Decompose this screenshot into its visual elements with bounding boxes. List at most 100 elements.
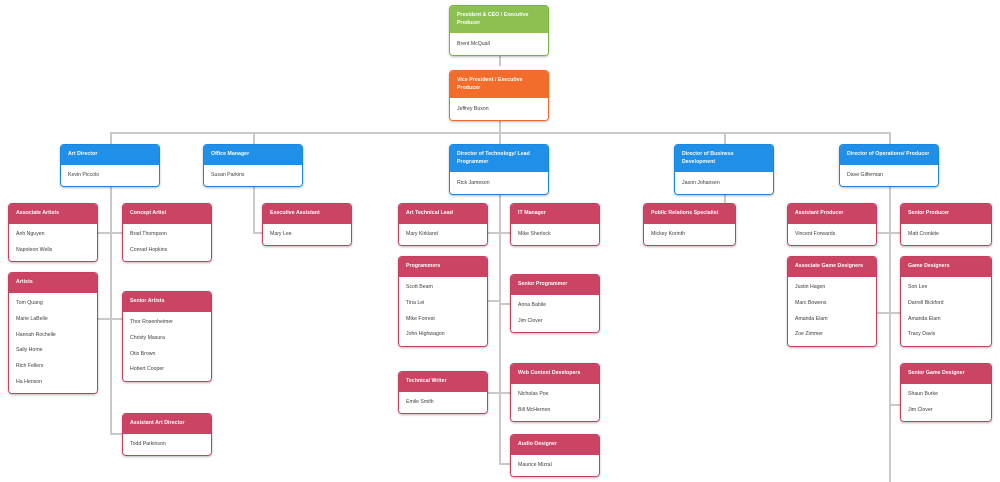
- node-public-relations-specialist[interactable]: Public Relations Specialist Mickey Korin…: [643, 203, 736, 247]
- node-title: Associate Game Designers: [788, 257, 876, 277]
- node-people: Jason Johansen: [675, 172, 773, 194]
- node-title: Artists: [9, 273, 97, 293]
- connector-tech-it-manager: [499, 232, 510, 234]
- connector-tech-web-content: [499, 392, 510, 394]
- node-associate-artists[interactable]: Associate Artists Anh Nguyen Napoleon We…: [8, 203, 98, 263]
- person-name: Rick Jameson: [457, 179, 490, 186]
- node-people: Anh Nguyen Napoleon Wells: [9, 223, 97, 262]
- node-title: Senior Artists: [123, 292, 211, 312]
- node-senior-programmer[interactable]: Senior Programmer Anna Babile Jim Clover: [510, 274, 600, 334]
- connector-tech-art-lead: [488, 232, 499, 234]
- connector-vp-down: [499, 114, 501, 132]
- person-name: Jason Johansen: [682, 179, 720, 186]
- person-name: Vincent Forwards: [795, 231, 836, 238]
- connector-drop-business: [724, 132, 726, 144]
- node-people: Mickey Korinth: [644, 223, 735, 246]
- node-title: Web Content Developers: [511, 364, 599, 384]
- person-name: Mike Sherlock: [518, 231, 551, 238]
- node-executive-assistant[interactable]: Executive Assistant Mary Lee: [262, 203, 352, 247]
- node-people: Susan Parkins: [204, 164, 302, 187]
- node-director-operations[interactable]: Director of Operations/ Producer Dave Gi…: [839, 144, 939, 188]
- node-audio-designer[interactable]: Audio Designer Maurice Mizral: [510, 434, 600, 478]
- person-name: Otis Brown: [130, 350, 156, 357]
- connector-ops-assoc-designers: [877, 312, 889, 314]
- person-name: Emile Smith: [406, 399, 434, 406]
- person-name: Hannah Rochelle: [16, 331, 56, 338]
- node-art-director[interactable]: Art Director Kevin Piccolo: [60, 144, 160, 188]
- person-name: Shaun Burke: [908, 391, 938, 398]
- person-name: Zoe Zimmer: [795, 331, 823, 338]
- node-people: Shaun Burke Jim Clover: [901, 383, 991, 422]
- node-art-technical-lead[interactable]: Art Technical Lead Mary Kirkland: [398, 203, 488, 247]
- person-name: Kevin Piccolo: [68, 172, 100, 179]
- node-senior-producer[interactable]: Senior Producer Matt Cronkite: [900, 203, 992, 247]
- node-title: Audio Designer: [511, 435, 599, 455]
- node-president-ceo[interactable]: President & CEO / Executive Producer Bre…: [449, 5, 549, 56]
- person-name: Son Lee: [908, 284, 928, 291]
- node-director-technology[interactable]: Director of Technology/ Lead Programmer …: [449, 144, 549, 195]
- connector-office-manager-spine: [253, 183, 255, 232]
- node-it-manager[interactable]: IT Manager Mike Sherlock: [510, 203, 600, 247]
- node-senior-game-designer[interactable]: Senior Game Designer Shaun Burke Jim Clo…: [900, 363, 992, 423]
- person-name: Justin Hagen: [795, 284, 826, 291]
- node-title: Vice President / Executive Producer: [450, 71, 548, 99]
- connector-drop-office-manager: [253, 132, 255, 144]
- connector-tech-writer: [488, 392, 499, 394]
- node-title: Assistant Producer: [788, 204, 876, 224]
- node-title: Director of Technology/ Lead Programmer: [450, 145, 548, 173]
- person-name: Conrad Hopkins: [130, 246, 168, 253]
- node-director-business-development[interactable]: Director of Business Development Jason J…: [674, 144, 774, 195]
- connector-tech-programmers: [488, 300, 499, 302]
- connector-operations-spine-lower: [889, 183, 891, 405]
- node-title: Senior Producer: [901, 204, 991, 224]
- node-title: Programmers: [399, 257, 487, 277]
- person-name: Jim Clover: [908, 406, 933, 413]
- node-vice-president[interactable]: Vice President / Executive Producer Jeff…: [449, 70, 549, 121]
- node-assistant-producer[interactable]: Assistant Producer Vincent Forwards: [787, 203, 877, 247]
- node-title: Executive Assistant: [263, 204, 351, 224]
- person-name: Mike Forrest: [406, 315, 435, 322]
- person-name: Matt Cronkite: [908, 231, 939, 238]
- person-name: Mary Lee: [270, 231, 292, 238]
- connector-ops-assistant-producer: [877, 232, 889, 234]
- node-people: Jeffrey Buxon: [450, 98, 548, 120]
- node-people: Tom Quang Marie LaBelle Hannah Rochelle …: [9, 292, 97, 394]
- node-title: Art Technical Lead: [399, 204, 487, 224]
- connector-art-assistant: [110, 433, 122, 435]
- person-name: Brent McQuall: [457, 40, 490, 47]
- node-concept-artist[interactable]: Concept Artist Brad Thompson Conrad Hopk…: [122, 203, 212, 263]
- node-web-content-developers[interactable]: Web Content Developers Nicholas Poe Bill…: [510, 363, 600, 423]
- person-name: Marie LaBelle: [16, 315, 48, 322]
- person-name: Susan Parkins: [211, 172, 245, 179]
- node-people: Emile Smith: [399, 391, 487, 414]
- connector-art-concept: [110, 232, 122, 234]
- person-name: Rich Fellers: [16, 363, 44, 370]
- node-people: Kevin Piccolo: [61, 164, 159, 187]
- person-name: Bill McHernon: [518, 406, 551, 413]
- node-assistant-art-director[interactable]: Assistant Art Director Todd Parkinson: [122, 413, 212, 457]
- node-artists[interactable]: Artists Tom Quang Marie LaBelle Hannah R…: [8, 272, 98, 395]
- connector-drop-art-director: [110, 132, 112, 144]
- node-technical-writer[interactable]: Technical Writer Emile Smith: [398, 371, 488, 415]
- person-name: Sally Home: [16, 347, 43, 354]
- person-name: Amanda Elam: [795, 315, 828, 322]
- node-people: Matt Cronkite: [901, 223, 991, 246]
- connector-office-exec-assistant: [253, 232, 262, 234]
- connector-drop-operations: [889, 132, 891, 144]
- connector-art-senior: [110, 318, 122, 320]
- node-title: Assistant Art Director: [123, 414, 211, 434]
- connector-tech-audio: [499, 463, 510, 465]
- node-people: Rick Jameson: [450, 172, 548, 194]
- node-title: Senior Programmer: [511, 275, 599, 295]
- node-people: Mary Lee: [263, 223, 351, 246]
- connector-tech-senior-programmer: [499, 303, 510, 305]
- node-game-designers[interactable]: Game Designers Son Lee Darrell Bickford …: [900, 256, 992, 347]
- node-associate-game-designers[interactable]: Associate Game Designers Justin Hagen Ma…: [787, 256, 877, 347]
- person-name: Anh Nguyen: [16, 231, 45, 238]
- node-people: Mike Sherlock: [511, 223, 599, 246]
- node-office-manager[interactable]: Office Manager Susan Parkins: [203, 144, 303, 188]
- connector-technology-spine: [499, 183, 501, 463]
- person-name: Maurice Mizral: [518, 462, 552, 469]
- node-programmers[interactable]: Programmers Scott Beam Tina Lei Mike For…: [398, 256, 488, 347]
- node-senior-artists[interactable]: Senior Artists Thor Rosenheimer Christy …: [122, 291, 212, 382]
